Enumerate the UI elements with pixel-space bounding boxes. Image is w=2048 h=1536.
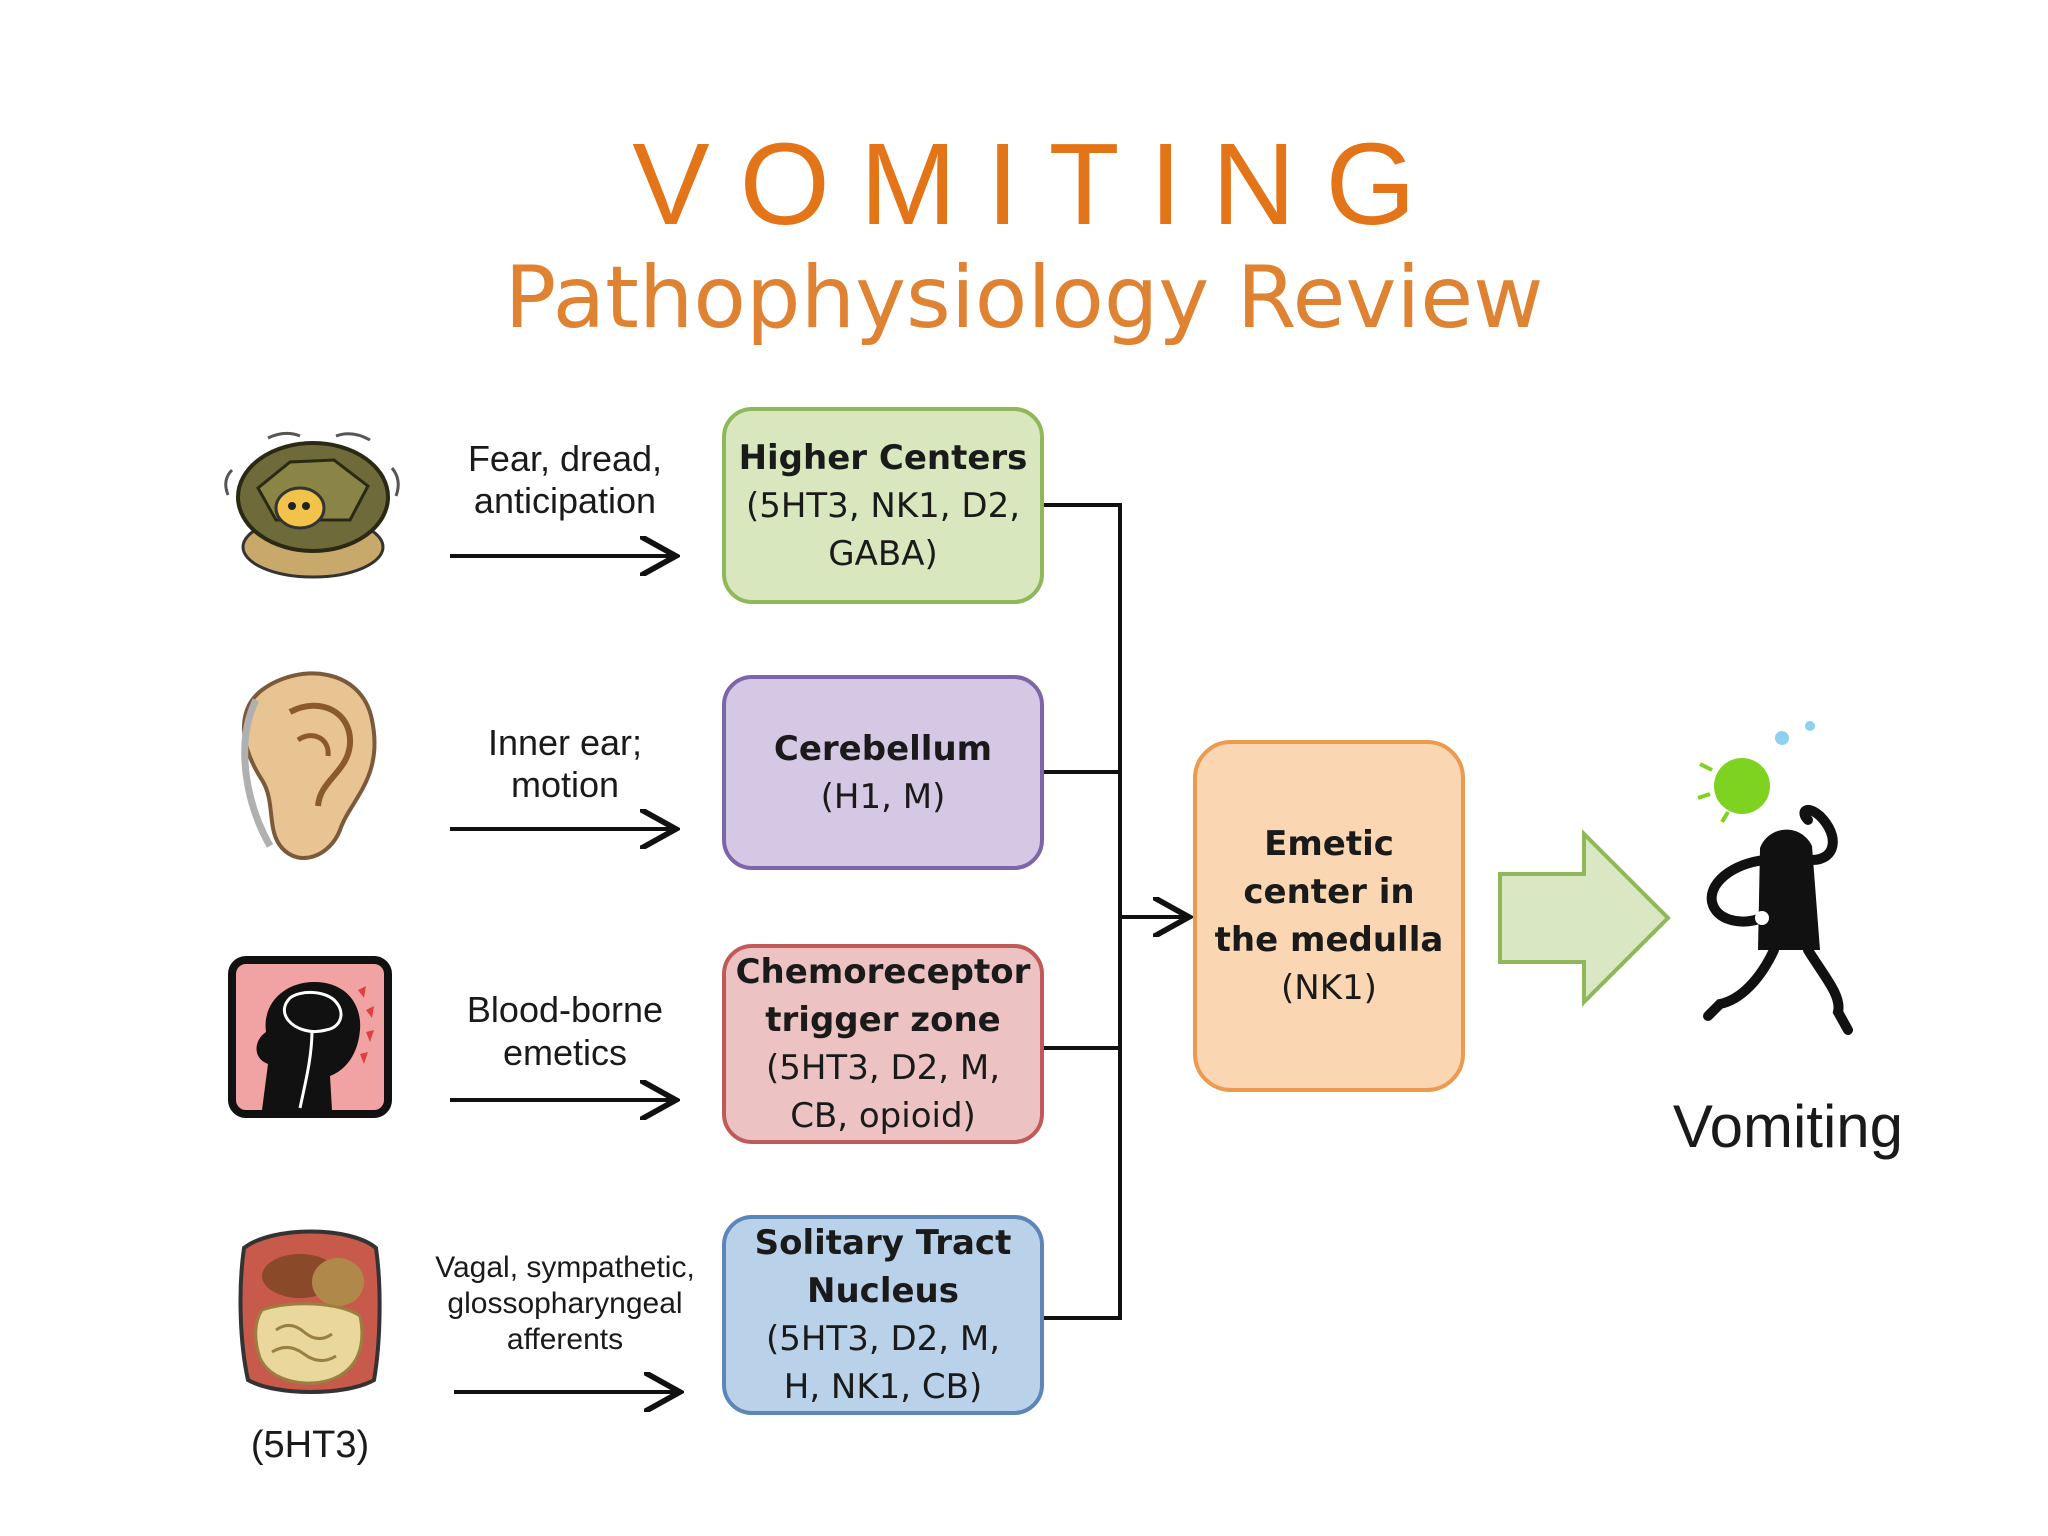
abdomen-caption: (5HT3): [250, 1424, 370, 1466]
box-chemoreceptor-trigger-zone: Chemoreceptor trigger zone (5HT3, D2, M,…: [722, 944, 1044, 1144]
head-brain-icon: [228, 956, 392, 1118]
stimulus-label-fear: Fear, dread, anticipation: [467, 438, 663, 521]
box-higher-centers: Higher Centers (5HT3, NK1, D2, GABA): [722, 407, 1044, 604]
abdomen-organs-icon: [238, 1229, 382, 1394]
box-solitary-tract-nucleus: Solitary Tract Nucleus (5HT3, D2, M, H, …: [722, 1215, 1044, 1415]
vomiting-figure-icon: [1697, 721, 1853, 1035]
ear-icon: [241, 671, 377, 860]
turtle-icon: [224, 431, 400, 579]
connector-lines: [1044, 503, 1122, 1320]
outcome-label: Vomiting: [1672, 1093, 1904, 1160]
box-emetic-center: Emetic center in the medulla (NK1): [1193, 740, 1465, 1092]
stimulus-label-afferents: Vagal, sympathetic, glossopharyngeal aff…: [435, 1251, 695, 1356]
stimulus-label-inner-ear: Inner ear; motion: [487, 722, 643, 805]
block-arrow: [1498, 829, 1671, 1007]
page-subtitle: Pathophysiology Review: [504, 248, 1544, 348]
box-cerebellum: Cerebellum (H1, M): [722, 675, 1044, 870]
stimulus-label-blood-borne: Blood-borne emetics: [466, 989, 664, 1073]
page-title: VOMITING: [632, 119, 1446, 249]
